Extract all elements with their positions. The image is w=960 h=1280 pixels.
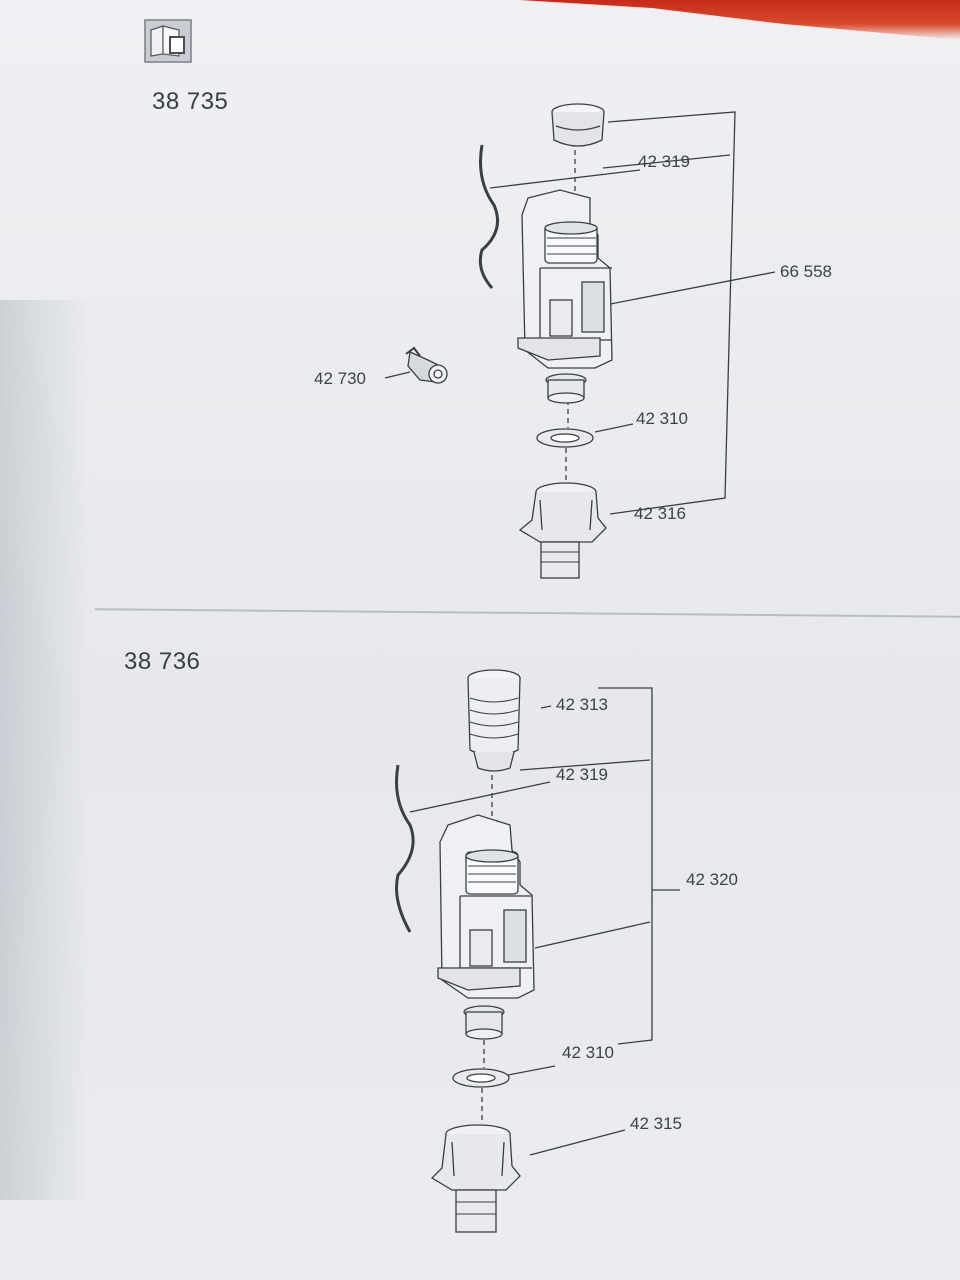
small-valve-42730 — [405, 346, 448, 384]
part-label-42310: 42 310 — [636, 409, 688, 428]
leader-42310 — [594, 423, 634, 433]
part-label-42315: 42 315 — [630, 1114, 682, 1133]
leader-42730 — [384, 371, 411, 379]
part-label-42313: 42 313 — [556, 695, 608, 714]
valve-stem-1 — [545, 373, 587, 404]
leader-42315 — [529, 1129, 626, 1156]
cylinder-part-42313 — [467, 669, 521, 772]
bracket-38736 — [598, 687, 653, 1045]
base-part-42315 — [430, 1124, 521, 1233]
leader-42313 — [540, 705, 552, 709]
valve-body-42320 — [437, 814, 535, 999]
base-part-42316 — [518, 482, 607, 579]
leader-42319-b — [409, 781, 551, 813]
valve-body-66558 — [517, 189, 613, 369]
leader-42310-b — [507, 1065, 556, 1076]
model-number-38735: 38 735 — [152, 88, 229, 115]
valve-stem-2 — [463, 1005, 505, 1040]
bracket-38735 — [607, 111, 736, 515]
part-label-42730: 42 730 — [314, 369, 366, 388]
hose-part-2 — [395, 764, 415, 933]
part-label-42319-b: 42 319 — [556, 765, 608, 784]
part-label-66558: 66 558 — [780, 262, 832, 281]
hose-part — [478, 144, 499, 289]
model-number-38736: 38 736 — [124, 648, 201, 675]
washer-part-2 — [452, 1068, 510, 1088]
manual-book-icon — [143, 18, 193, 64]
paper-shadow — [0, 300, 90, 1200]
part-label-42310-b: 42 310 — [562, 1043, 614, 1062]
cap-part-1 — [551, 103, 605, 147]
leader-42319 — [602, 154, 731, 169]
part-label-42320: 42 320 — [686, 870, 738, 889]
washer-part-1 — [536, 428, 594, 448]
leader-66558 — [599, 271, 776, 307]
